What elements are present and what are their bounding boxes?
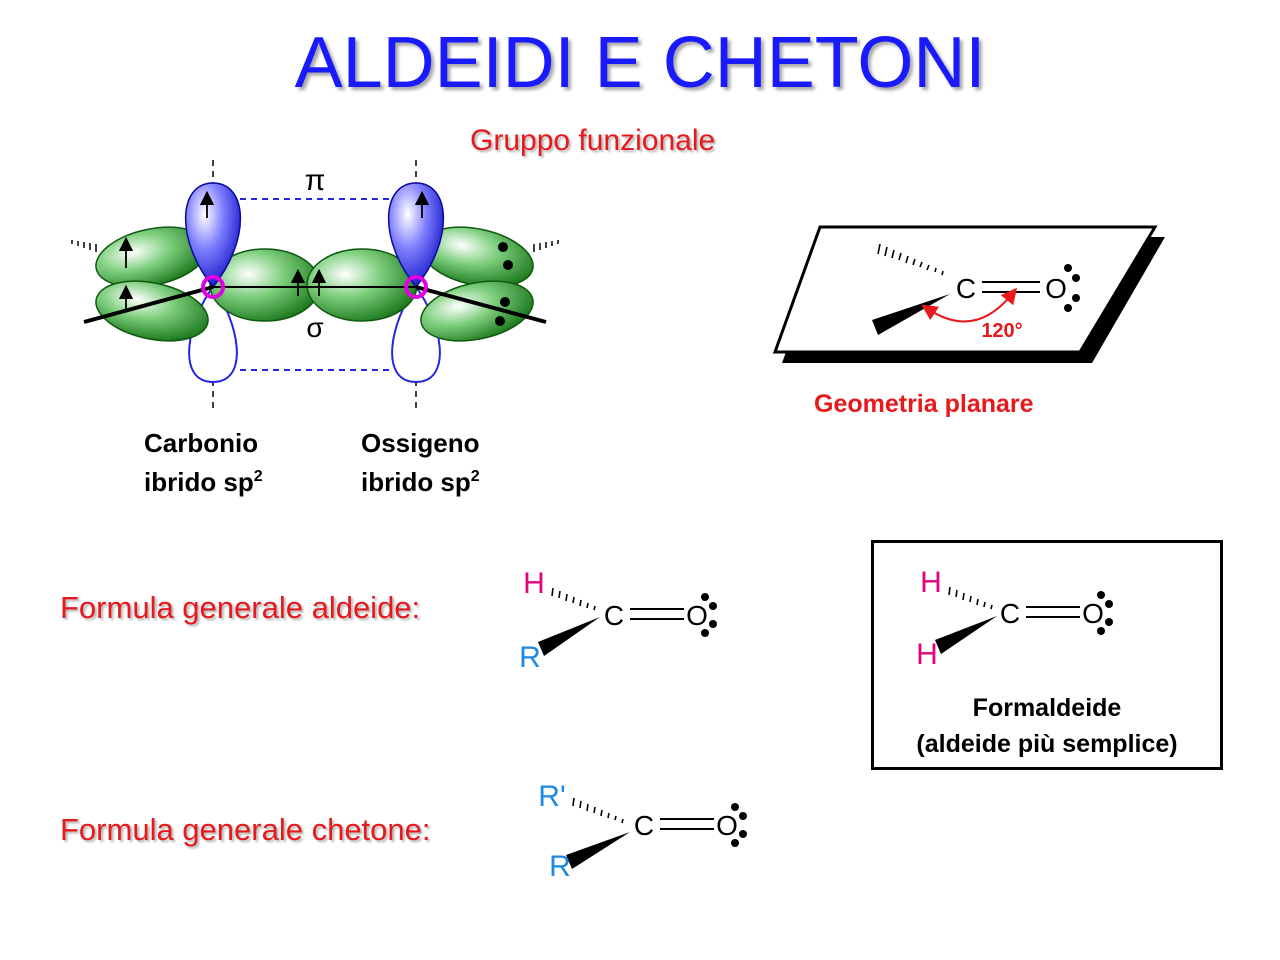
formaldehyde-caption-line1: Formaldeide — [972, 694, 1122, 722]
oxygen-atom-label: O — [409, 272, 410, 273]
aldehyde-hydrogen: H — [523, 567, 545, 600]
oxygen-caption: Ossigeno ibrido sp2 — [361, 426, 480, 499]
angle-label: 120° — [981, 320, 1022, 342]
carbon-atom-label: C — [206, 272, 207, 273]
formaldehyde-carbon: C — [1000, 598, 1020, 629]
pi-label: π — [305, 164, 326, 197]
oxygen-caption-line1: Ossigeno — [361, 428, 480, 458]
oxygen-orbital-lone-pairs — [495, 242, 513, 326]
formaldehyde-caption-line2: (aldeide più semplice) — [916, 730, 1178, 758]
carbon-caption-line2: ibrido sp2 — [144, 467, 263, 497]
aldehyde-oxygen: O — [686, 600, 708, 631]
aldehyde-r-group: R — [519, 641, 541, 674]
ketone-r-prime-group: R' — [538, 780, 565, 813]
carbon-hybrid-superscript: 2 — [253, 468, 263, 485]
aldehyde-carbon: C — [604, 600, 624, 631]
sigma-label: σ — [306, 312, 323, 343]
oxygen-caption-line2: ibrido sp2 — [361, 467, 480, 497]
oxygen-p-lobe-top — [387, 182, 445, 289]
aldehyde-formula-label: Formula generale aldeide: — [60, 590, 421, 625]
subtitle: Gruppo funzionale — [470, 124, 716, 157]
ketone-carbon: C — [634, 810, 654, 841]
slide-title: ALDEIDI E CHETONI — [294, 23, 986, 103]
carbon-atom-ring — [201, 275, 225, 299]
formaldehyde-caption: Formaldeide (aldeide più semplice) — [871, 690, 1223, 762]
ketone-oxygen: O — [716, 810, 738, 841]
formaldehyde-hydrogen-bottom: H — [916, 638, 938, 671]
formaldehyde-oxygen: O — [1082, 598, 1104, 629]
planar-carbon: C — [956, 273, 976, 304]
formaldehyde-box — [871, 540, 1223, 770]
oxygen-atom-ring — [404, 275, 428, 299]
carbon-p-lobe-top — [184, 182, 242, 289]
carbon-caption: Carbonio ibrido sp2 — [144, 426, 263, 499]
ketone-structure: R' R C O — [538, 780, 747, 883]
oxygen-hybrid-superscript: 2 — [470, 468, 480, 485]
planar-geometry: C O 120° — [772, 225, 1165, 363]
geometry-caption: Geometria planare — [814, 390, 1034, 418]
orbital-diagram: π σ — [71, 160, 559, 412]
ketone-r-group: R — [549, 850, 571, 883]
carbon-caption-line1: Carbonio — [144, 428, 259, 458]
formaldehyde-structure: H H C O — [916, 566, 1113, 671]
aldehyde-structure: H R C O — [519, 567, 717, 674]
planar-oxygen: O — [1045, 273, 1067, 304]
ketone-formula-label: Formula generale chetone: — [60, 812, 431, 847]
formaldehyde-hydrogen-top: H — [920, 566, 942, 599]
